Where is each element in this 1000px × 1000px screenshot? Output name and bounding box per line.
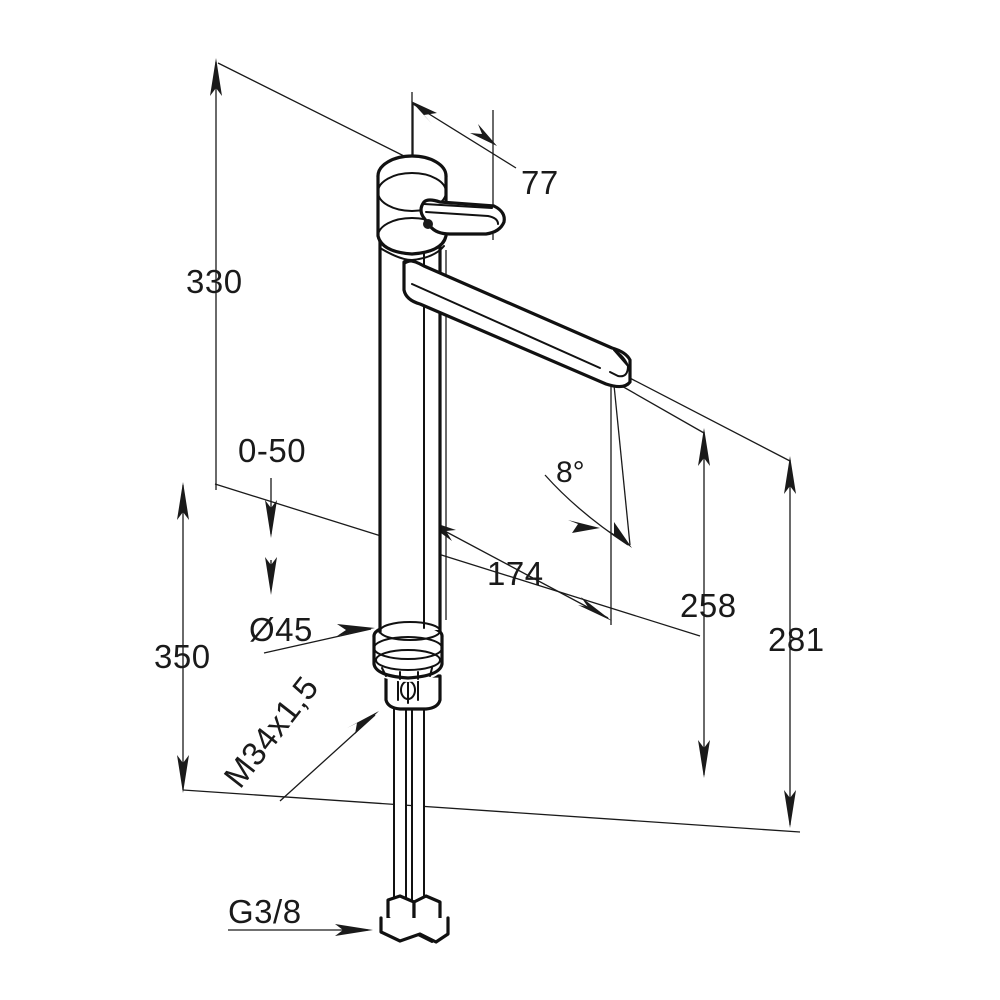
dimension-label-350: 350 xyxy=(154,638,211,675)
spout xyxy=(402,259,632,389)
dimension-0-50 xyxy=(265,478,277,595)
dimension-label-diameter-45: Ø45 xyxy=(249,611,313,648)
dimension-label-angle-8: 8° xyxy=(556,456,585,489)
dimension-label-258: 258 xyxy=(680,587,737,624)
dimension-330 xyxy=(210,58,413,490)
dimension-label-0-50: 0-50 xyxy=(238,432,306,469)
dimension-lines-group xyxy=(177,58,801,936)
base-flange xyxy=(372,622,444,682)
dimension-350 xyxy=(177,482,189,793)
dimension-label-174: 174 xyxy=(487,555,544,592)
dimension-labels-group: 330 77 0-50 Ø45 350 174 8° 258 281 M34x1… xyxy=(154,164,825,930)
dimension-281 xyxy=(623,374,796,828)
deck-reference-line-upper xyxy=(214,483,701,637)
dimension-258 xyxy=(619,384,710,778)
hose-fittings xyxy=(379,894,450,944)
supply-hoses xyxy=(393,699,425,903)
lever-handle xyxy=(419,198,506,236)
dimension-m34 xyxy=(279,711,379,802)
mounting-shank xyxy=(384,674,442,711)
dimension-diameter-45 xyxy=(263,624,375,654)
dimension-label-m34: M34x1,5 xyxy=(216,669,325,794)
dimension-label-330: 330 xyxy=(186,263,243,300)
dimension-label-g38: G3/8 xyxy=(228,893,302,930)
dimension-label-77: 77 xyxy=(521,164,559,201)
deck-reference-line-lower xyxy=(182,789,801,833)
dimension-angle-8 xyxy=(544,374,632,548)
dimension-g38 xyxy=(228,924,373,936)
faucet-geometry-group xyxy=(372,154,632,944)
dimension-label-281: 281 xyxy=(768,621,825,658)
